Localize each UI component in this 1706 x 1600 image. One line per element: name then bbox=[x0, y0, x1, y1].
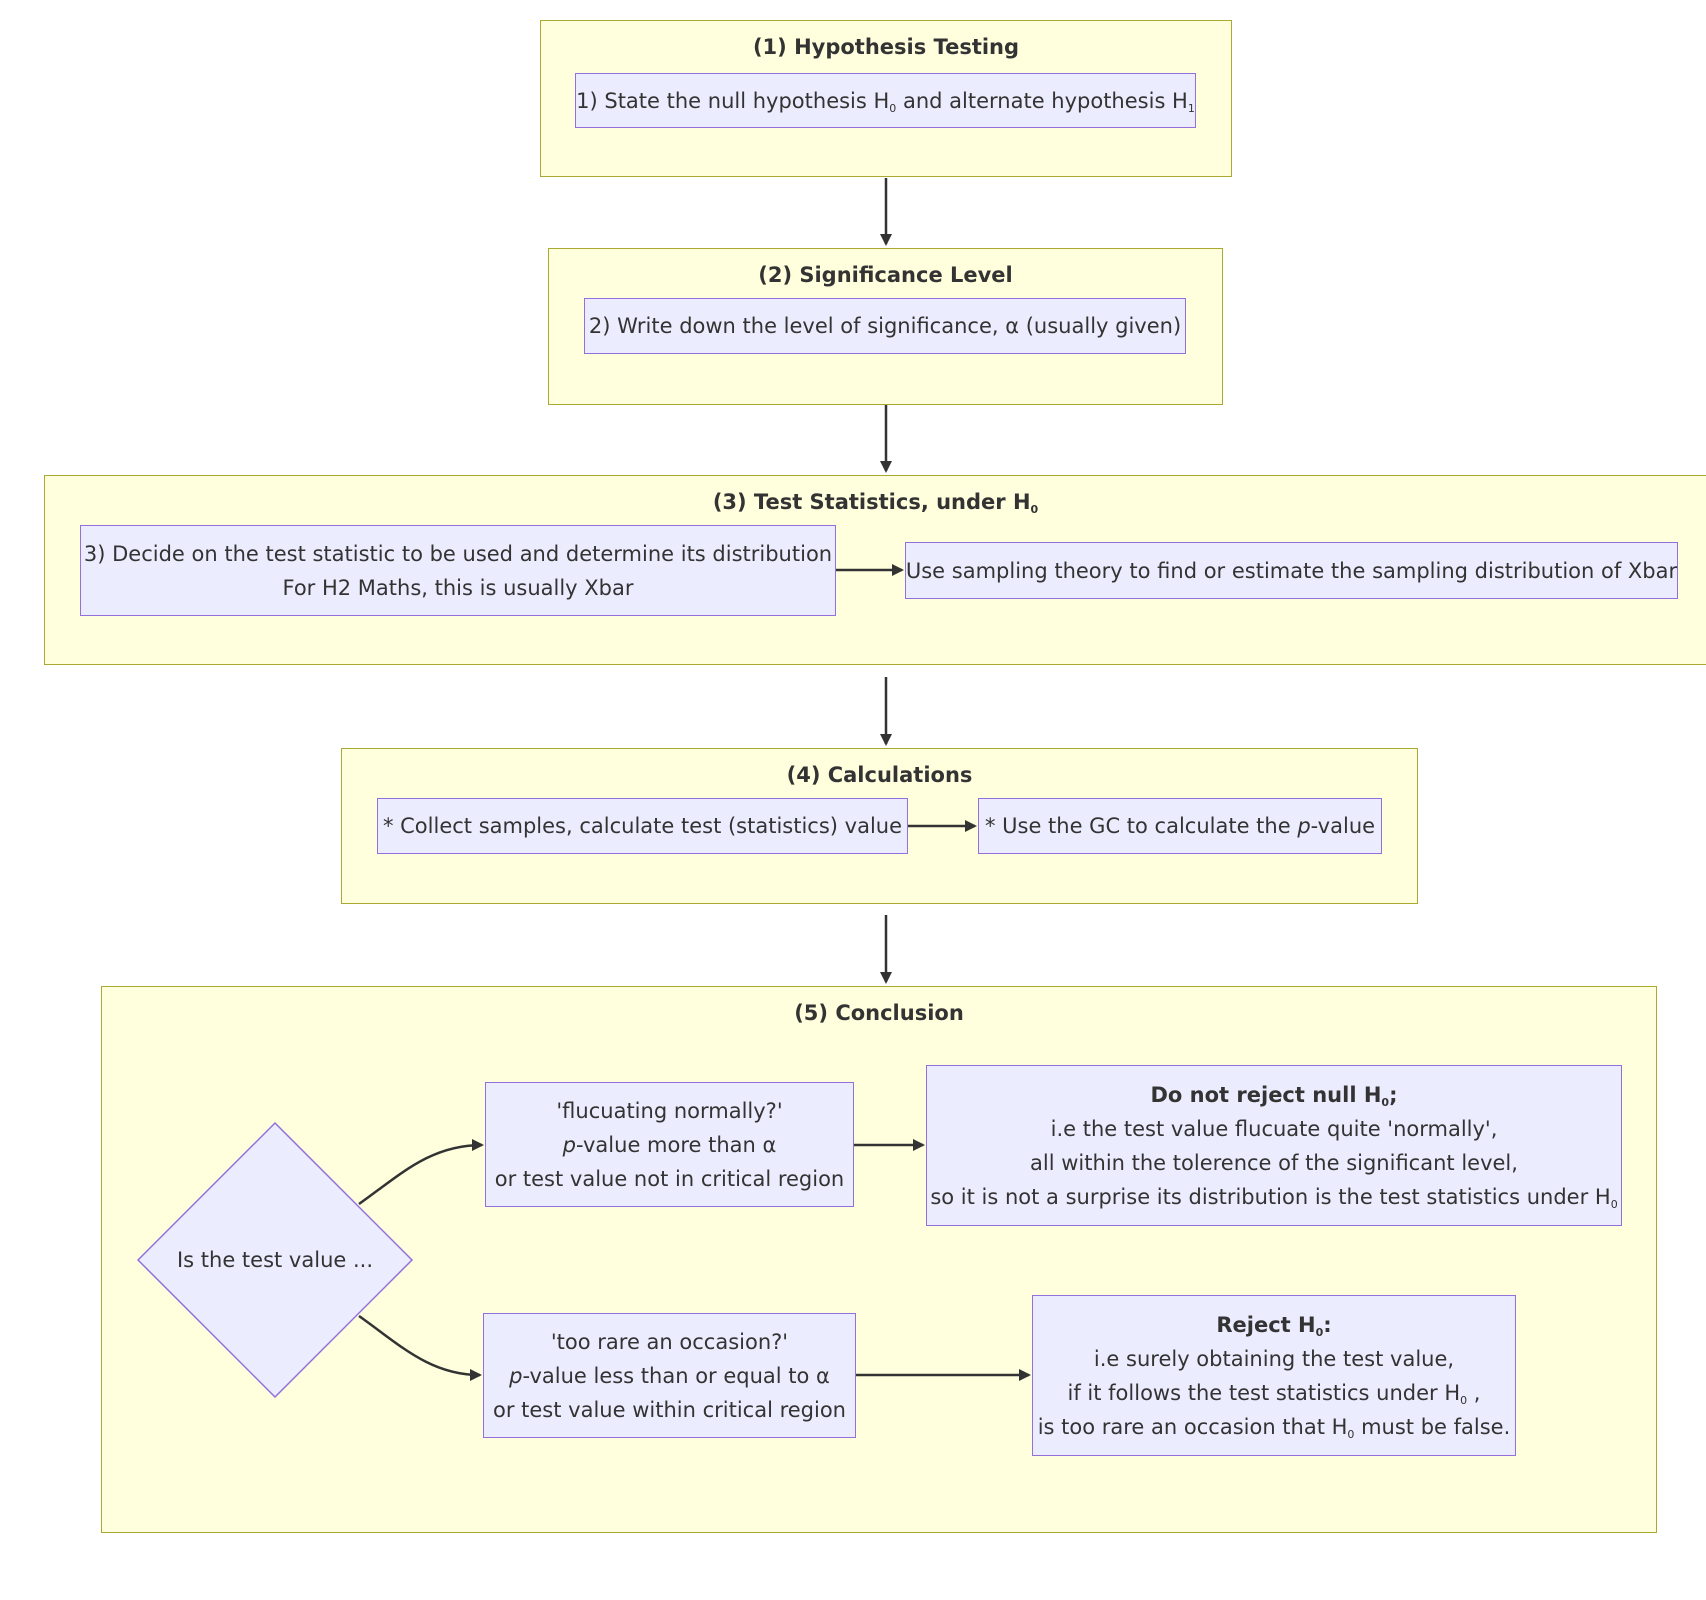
cluster-title: (4) Calculations bbox=[786, 763, 973, 787]
cluster-title: (3) Test Statistics, under H0 bbox=[712, 490, 1039, 516]
decision-label: Is the test value ... bbox=[176, 1248, 373, 1272]
edge-decision-to-too-rare bbox=[358, 1314, 482, 1381]
node-collect-samples[interactable]: * Collect samples, calculate test (stati… bbox=[377, 798, 908, 854]
node-do-not-reject[interactable]: Do not reject null H0; i.e the test valu… bbox=[926, 1065, 1622, 1226]
edge-decision-to-fluctuating bbox=[358, 1139, 484, 1206]
node-use-gc[interactable]: * Use the GC to calculate the p-value bbox=[978, 798, 1382, 854]
node-significance[interactable]: 2) Write down the level of significance,… bbox=[584, 298, 1186, 354]
node-sampling-theory[interactable]: Use sampling theory to find or estimate … bbox=[905, 542, 1678, 599]
cluster-title: (1) Hypothesis Testing bbox=[752, 35, 1020, 59]
node-too-rare[interactable]: 'too rare an occasion?' p-value less tha… bbox=[483, 1313, 856, 1438]
node-reject[interactable]: Reject H0: i.e surely obtaining the test… bbox=[1032, 1295, 1516, 1456]
node-fluctuating[interactable]: 'flucuating normally?' p-value more than… bbox=[485, 1082, 854, 1207]
cluster-title: (2) Significance Level bbox=[758, 263, 1013, 287]
node-decide-statistic[interactable]: 3) Decide on the test statistic to be us… bbox=[80, 525, 836, 616]
node-state-hypothesis[interactable]: 1) State the null hypothesis H0 and alte… bbox=[575, 73, 1196, 128]
decision-diamond[interactable] bbox=[136, 1121, 414, 1399]
cluster-title: (5) Conclusion bbox=[794, 1001, 964, 1025]
